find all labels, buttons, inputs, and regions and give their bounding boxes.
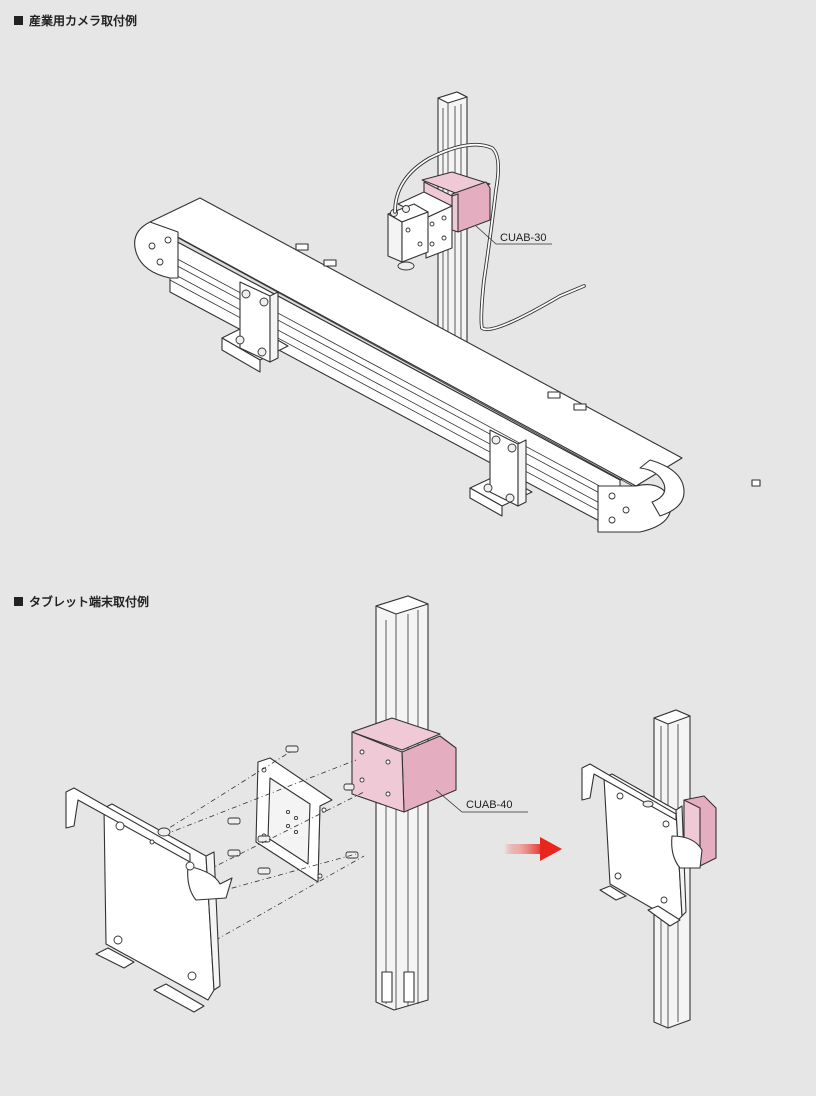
section-heading-tablet: タブレット端末取付例 bbox=[14, 593, 149, 610]
camera-cable bbox=[393, 142, 586, 332]
arrow-right-icon bbox=[504, 837, 562, 861]
conveyor-bracket-left bbox=[221, 281, 289, 373]
black-square-icon bbox=[14, 597, 23, 606]
callout-cuab-30: CUAB-30 bbox=[475, 225, 552, 245]
tablet-holder bbox=[65, 787, 233, 1013]
callout-cuab-40: CUAB-40 bbox=[435, 789, 528, 813]
part-label-cuab-30: CUAB-30 bbox=[500, 232, 546, 244]
clamp-cuab-40 bbox=[351, 717, 457, 813]
assembled-tablet-mount bbox=[581, 709, 717, 1029]
conveyor-bracket-right bbox=[469, 429, 533, 517]
camera-bracket bbox=[397, 191, 453, 259]
black-square-icon bbox=[14, 16, 23, 25]
section-heading-camera: 産業用カメラ取付例 bbox=[14, 12, 137, 29]
part-label-cuab-40: CUAB-40 bbox=[466, 799, 512, 811]
tablet-mount-figure: CUAB-40 bbox=[65, 595, 717, 1029]
section-heading-tablet-text: タブレット端末取付例 bbox=[29, 595, 150, 609]
camera-mount-figure: CUAB-30 bbox=[134, 91, 761, 533]
section-heading-camera-text: 産業用カメラ取付例 bbox=[29, 14, 138, 28]
tall-pole bbox=[375, 595, 429, 1011]
adapter-frame bbox=[255, 757, 333, 883]
assembly-lines bbox=[115, 751, 365, 959]
industrial-camera bbox=[387, 203, 429, 271]
